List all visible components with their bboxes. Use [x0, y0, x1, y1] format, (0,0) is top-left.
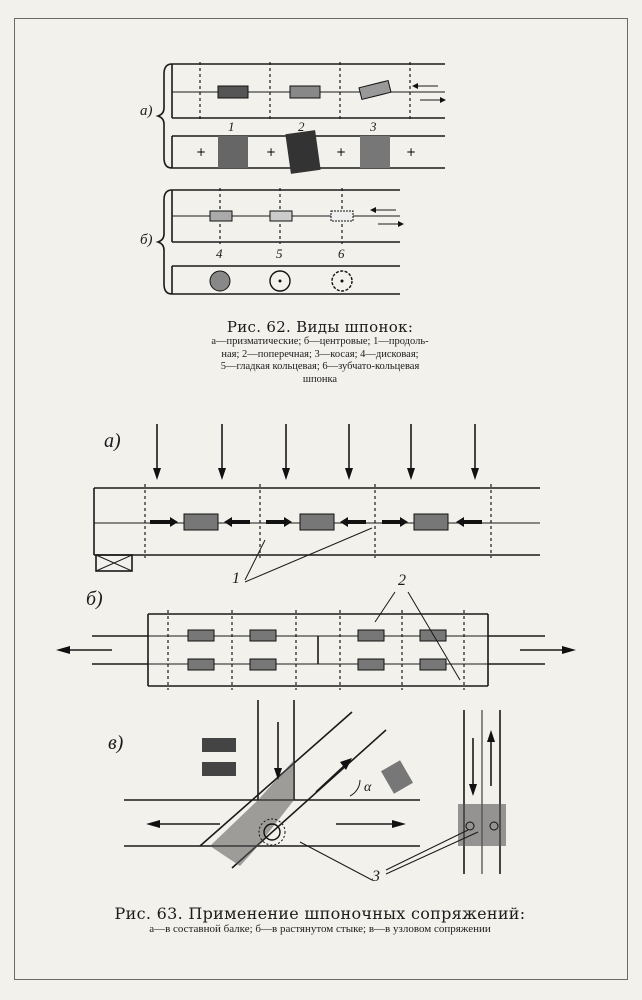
key-longitudinal	[217, 85, 249, 99]
load-arrows	[153, 424, 479, 480]
fig62-num-5: 5	[276, 246, 283, 261]
fig63-label-v: в)	[108, 732, 124, 754]
fig62-legend-2: ная; 2—поперечная; 3—косая; 4—дисковая;	[221, 348, 419, 360]
fig63-num-2: 2	[398, 572, 406, 589]
fig62-num-3: 3	[370, 119, 377, 134]
fig62-legend-3: 5—гладкая кольцевая; 6—зубчато-кольцевая	[220, 361, 420, 372]
fig62-num-1: 1	[228, 119, 235, 134]
fig63-caption: Рис. 63. Применение шпоночных сопряжений…	[40, 904, 600, 936]
fig62-label-a: а)	[140, 103, 153, 119]
key-plan-2	[285, 130, 321, 174]
key-plan-1	[218, 136, 248, 168]
fig62-num-2: 2	[298, 119, 305, 134]
brace-a	[155, 63, 173, 169]
key-plan-3	[360, 136, 390, 168]
fig63-alpha: α	[364, 780, 372, 795]
svg-text:+: +	[406, 145, 416, 159]
key-oblique	[358, 79, 392, 101]
fig62-num-6: 6	[338, 246, 345, 261]
fig63-num-3: 3	[372, 868, 380, 885]
fig62-legend-4: шпонка	[302, 373, 338, 385]
fig63-title: Рис. 63. Применение шпоночных сопряжений…	[114, 904, 526, 923]
fig63-num-1: 1	[232, 570, 240, 587]
page-frame	[14, 18, 628, 980]
svg-text:+: +	[266, 145, 276, 159]
fig62-title: Рис. 62. Виды шпонок:	[226, 318, 414, 336]
fig62-num-4: 4	[216, 246, 223, 261]
fig62-legend-1: а—призматические; б—центровые; 1—продоль…	[211, 336, 429, 347]
svg-text:+: +	[336, 145, 346, 159]
fig62-caption: Рис. 62. Виды шпонок: а—призматические; …	[150, 318, 490, 386]
fig63-label-a: а)	[104, 430, 121, 452]
fig63-legend: а—в составной балке; б—в растянутом стык…	[149, 923, 491, 935]
key-transverse	[289, 85, 321, 99]
fig63-label-b: б)	[86, 588, 103, 610]
fig62-label-b: б)	[140, 232, 153, 248]
svg-text:+: +	[196, 145, 206, 159]
brace-b	[155, 189, 173, 295]
